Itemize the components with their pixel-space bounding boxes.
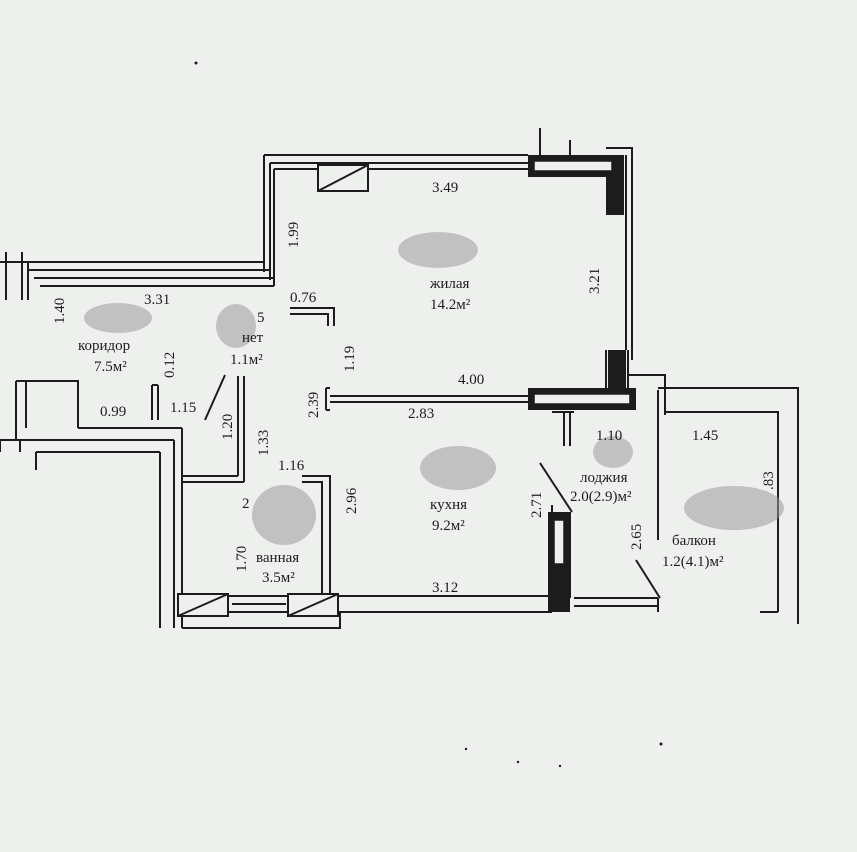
wall-fills (533, 160, 631, 565)
room-balcony-name: балкон (672, 533, 716, 549)
dim-2-71: 2.71 (529, 492, 545, 518)
dim-5: 5 (257, 310, 265, 326)
dim-2-96: 2.96 (344, 487, 360, 514)
redaction-loggia (593, 436, 633, 468)
room-corridor-area: 7.5м² (94, 359, 127, 375)
dim-83: .83 (761, 471, 777, 490)
dim-1-70: 1.70 (234, 546, 250, 572)
dim-2-39: 2.39 (306, 392, 322, 418)
dim-1-40: 1.40 (52, 298, 68, 324)
room-bathroom-name: ванная (256, 550, 299, 566)
dim-3-49: 3.49 (432, 180, 458, 196)
wall-corridor-inner (78, 427, 183, 628)
dim-2: 2 (242, 496, 250, 512)
wall-block-right-mid (608, 350, 626, 390)
speckle (659, 742, 663, 746)
redactions (84, 232, 784, 545)
window-bathroom (177, 593, 229, 617)
wall-right-outer (539, 128, 633, 360)
redaction-corridor (84, 303, 152, 333)
wall-left-stub (5, 252, 29, 300)
wall-block-top-right-inner (533, 160, 613, 172)
wall-vent (552, 411, 574, 446)
dim-2-65: 2.65 (629, 524, 645, 550)
wall-right-lower (605, 350, 666, 540)
dim-1-45: 1.45 (692, 428, 718, 444)
wall-living-left (263, 155, 275, 286)
room-living-name: жилая (429, 276, 470, 292)
wall-left-block (0, 380, 174, 470)
speckle (516, 760, 520, 764)
dim-3-21: 3.21 (587, 268, 603, 294)
room-loggia-name: лоджия (580, 470, 628, 486)
room-labels: жилая 14.2м² коридор 7.5м² нет 1.1м² кух… (78, 276, 724, 586)
room-toilet-name: нет (242, 330, 264, 346)
room-toilet-area: 1.1м² (230, 352, 263, 368)
dim-2-83: 2.83 (408, 406, 434, 422)
redaction-kitchen (420, 446, 496, 490)
dim-1-19: 1.19 (342, 346, 358, 372)
room-kitchen-name: кухня (430, 497, 467, 513)
dim-1-99: 1.99 (286, 222, 302, 248)
room-living-area: 14.2м² (430, 297, 471, 313)
dim-4-00: 4.00 (458, 372, 484, 388)
window-living (317, 164, 369, 192)
wall-kitchen-top (325, 387, 528, 411)
wall-post (290, 307, 335, 326)
redaction-living (398, 232, 478, 268)
dim-1-20: 1.20 (220, 414, 236, 440)
windows (177, 164, 369, 617)
redaction-bathroom (252, 485, 316, 545)
speckle (194, 61, 198, 65)
speckles (194, 61, 663, 768)
speckle (464, 747, 468, 751)
wall-bottom (182, 595, 552, 629)
room-bathroom-area: 3.5м² (262, 570, 295, 586)
dim-1-16: 1.16 (278, 458, 305, 474)
wall-balcony (657, 387, 799, 624)
dim-1-33: 1.33 (256, 430, 272, 456)
dimension-labels: 3.49 1.99 3.21 0.76 1.40 3.31 5 1.19 0.1… (52, 180, 777, 596)
dim-3-12: 3.12 (432, 580, 458, 596)
wall-toilet-right (182, 376, 245, 483)
dim-3-31: 3.31 (144, 292, 170, 308)
wall-living-top (264, 154, 528, 170)
wall-block-loggia-inner (553, 519, 565, 565)
wall-block-kitchen-inner (533, 393, 631, 405)
redaction-toilet (216, 304, 256, 348)
room-balcony-area: 1.2(4.1)м² (662, 554, 724, 570)
room-corridor-name: коридор (78, 338, 130, 354)
wall-toilet (151, 374, 226, 421)
dim-1-10: 1.10 (596, 428, 622, 444)
room-kitchen-area: 9.2м² (432, 518, 465, 534)
window-kitchen (287, 593, 339, 617)
dim-0-99: 0.99 (100, 404, 126, 420)
redaction-balcony (684, 486, 784, 530)
dim-0-76: 0.76 (290, 290, 317, 306)
speckle (558, 764, 562, 768)
room-loggia-area: 2.0(2.9)м² (570, 489, 632, 505)
dim-1-15: 1.15 (170, 400, 196, 416)
wall-corridor-top (0, 261, 274, 287)
dim-0-12: 0.12 (162, 352, 178, 378)
